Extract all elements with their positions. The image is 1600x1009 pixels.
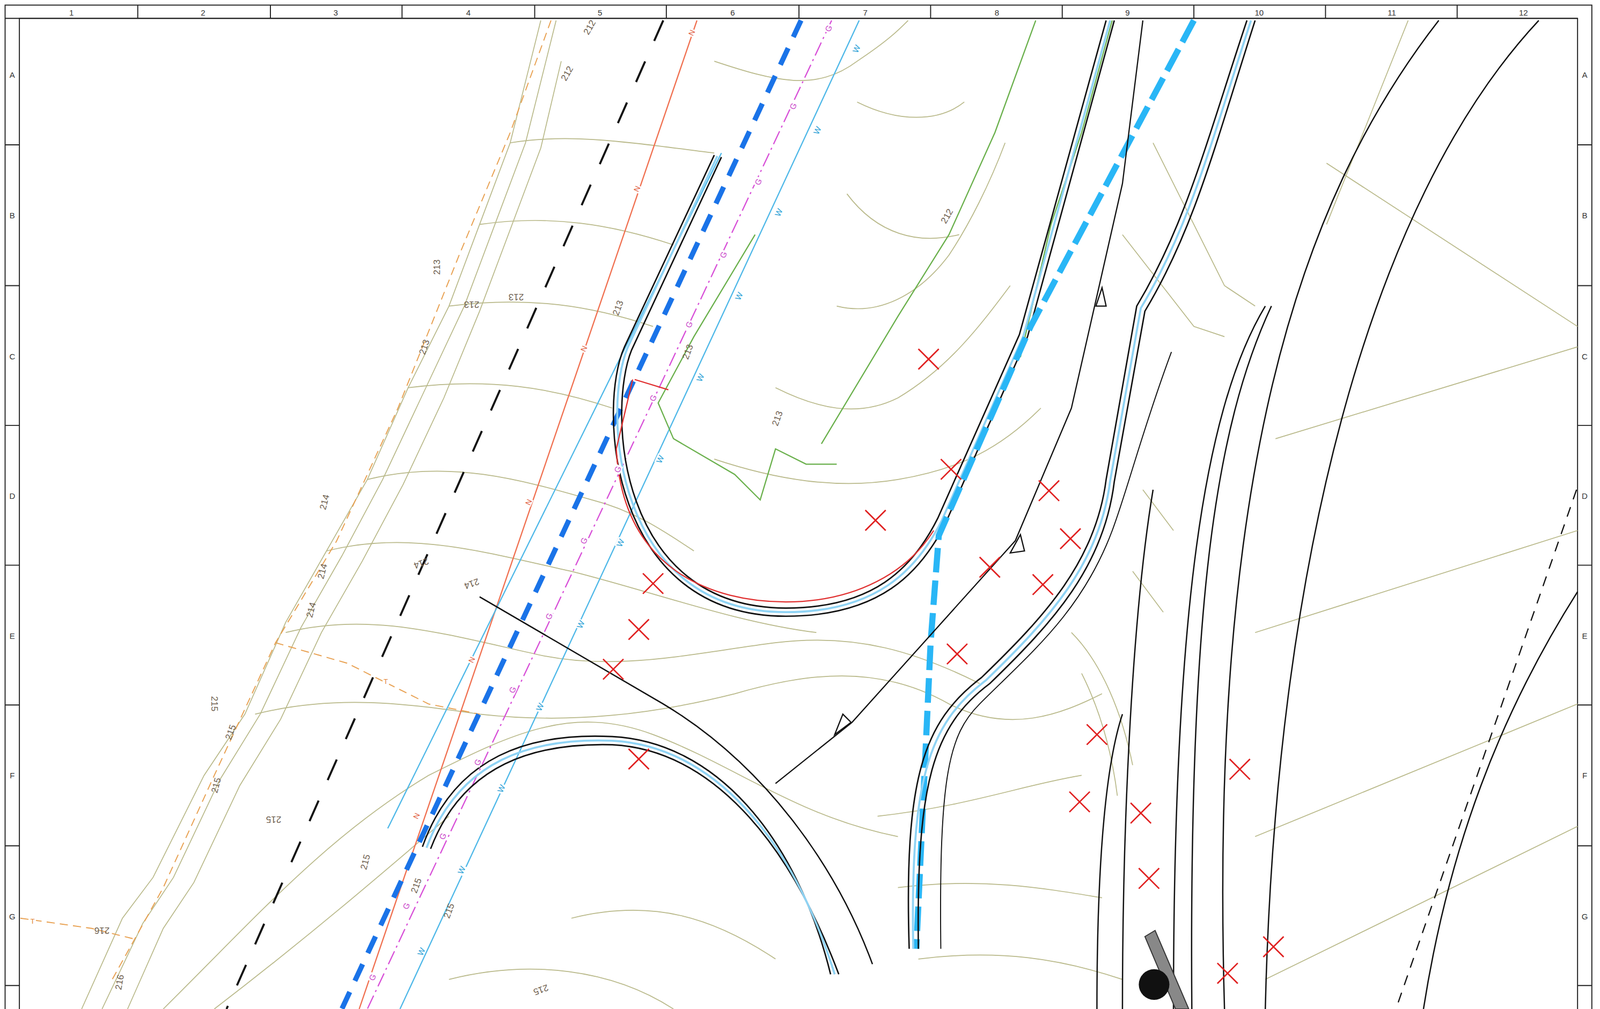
sewer-marker: N xyxy=(578,343,589,355)
elevation-label: 215 xyxy=(209,776,224,796)
telecom-marker: T xyxy=(29,918,36,926)
grid-letter: F xyxy=(1581,771,1589,780)
elevation-label: 215 xyxy=(223,722,238,743)
break-line xyxy=(226,20,664,1009)
grid-number: 7 xyxy=(862,8,869,17)
gas-marker: G xyxy=(683,318,695,330)
water-marker: W xyxy=(455,864,467,877)
grid-letter: B xyxy=(8,211,17,220)
drawing-frame xyxy=(5,5,1592,1009)
road-right xyxy=(908,20,1255,950)
pole-symbol xyxy=(1138,930,1189,1009)
elevation-label: 215 xyxy=(209,695,219,713)
removal-marks xyxy=(603,348,1284,984)
water-line xyxy=(400,20,860,1009)
grid-letter: B xyxy=(1580,211,1589,220)
road-loop xyxy=(613,20,1115,617)
water-marker: W xyxy=(850,42,862,56)
road-bottom xyxy=(422,20,1143,975)
grid-letter: E xyxy=(1580,631,1589,640)
elevation-label: 214 xyxy=(304,600,319,620)
grid-number: 11 xyxy=(1386,8,1398,17)
elevation-label: 212 xyxy=(559,63,576,84)
sewer-marker: N xyxy=(686,27,697,38)
gas-marker: G xyxy=(578,535,590,547)
grid-number: 10 xyxy=(1253,8,1265,17)
sewer-marker: N xyxy=(411,811,422,822)
water-marker: W xyxy=(614,536,627,549)
grid-number: 8 xyxy=(993,8,1001,17)
elevation-label: 213 xyxy=(462,299,480,309)
elevation-label: 212 xyxy=(938,206,956,227)
elevation-label: 213 xyxy=(680,342,695,362)
grid-number: 12 xyxy=(1517,8,1530,17)
elevation-label: 216 xyxy=(113,973,126,993)
elevation-label: 215 xyxy=(531,982,551,997)
elevation-label: 214 xyxy=(411,555,431,571)
water-marker: W xyxy=(811,124,824,137)
grid-letter: C xyxy=(8,351,17,361)
grid-number: 9 xyxy=(1124,8,1131,17)
grid-letter: D xyxy=(1580,492,1589,501)
main-pipe xyxy=(341,20,802,1009)
grid-number: 1 xyxy=(68,8,75,17)
elevation-label: 213 xyxy=(507,292,525,302)
gas-line xyxy=(367,20,832,1009)
grid-number: 2 xyxy=(199,8,207,17)
water-marker: W xyxy=(533,701,546,714)
sewer-marker: N xyxy=(523,496,534,508)
elevation-label: 213 xyxy=(431,258,442,276)
grid-number: 4 xyxy=(465,8,472,17)
gas-marker: G xyxy=(823,23,834,35)
dashed-boundary xyxy=(1396,489,1577,1009)
water-marker: W xyxy=(772,206,784,219)
elevation-label: 216 xyxy=(93,926,111,936)
elevation-label: 212 xyxy=(581,17,599,38)
telecom-marker: T xyxy=(382,678,390,686)
elevation-label: 214 xyxy=(317,492,332,512)
grid-letter: C xyxy=(1580,351,1589,361)
grid-letter: E xyxy=(8,631,17,640)
elevation-label: 213 xyxy=(417,337,432,357)
grid-letter: D xyxy=(8,492,17,501)
grid-letter: F xyxy=(8,771,16,780)
grid-letter: G xyxy=(8,912,17,921)
water-marker: W xyxy=(654,452,666,466)
gas-marker: G xyxy=(400,900,412,913)
gas-marker: G xyxy=(437,831,449,843)
elevation-label: 213 xyxy=(611,298,626,318)
cable-route xyxy=(916,20,1194,950)
elevation-label: 215 xyxy=(264,815,282,825)
grid-number: 5 xyxy=(596,8,604,17)
water-marker: W xyxy=(415,945,428,959)
telecom-line xyxy=(20,20,552,980)
elevation-label: 214 xyxy=(316,561,330,582)
grid-letter: A xyxy=(8,70,17,79)
elevation-label: 215 xyxy=(441,901,457,921)
elevation-label: 214 xyxy=(461,576,482,591)
sewer-marker: N xyxy=(466,655,477,666)
main-road xyxy=(1096,20,1578,1009)
elevation-label: 213 xyxy=(770,408,785,429)
contour-lines xyxy=(81,20,1578,1009)
gas-marker: G xyxy=(543,610,555,622)
grid-letter: G xyxy=(1580,912,1590,921)
elevation-label: 215 xyxy=(358,852,372,872)
water-marker: W xyxy=(732,289,745,303)
grid-letter: A xyxy=(1580,70,1589,79)
gas-marker: G xyxy=(647,392,659,404)
grid-number: 3 xyxy=(332,8,340,17)
grid-number: 6 xyxy=(729,8,736,17)
elevation-label: 215 xyxy=(408,876,424,896)
